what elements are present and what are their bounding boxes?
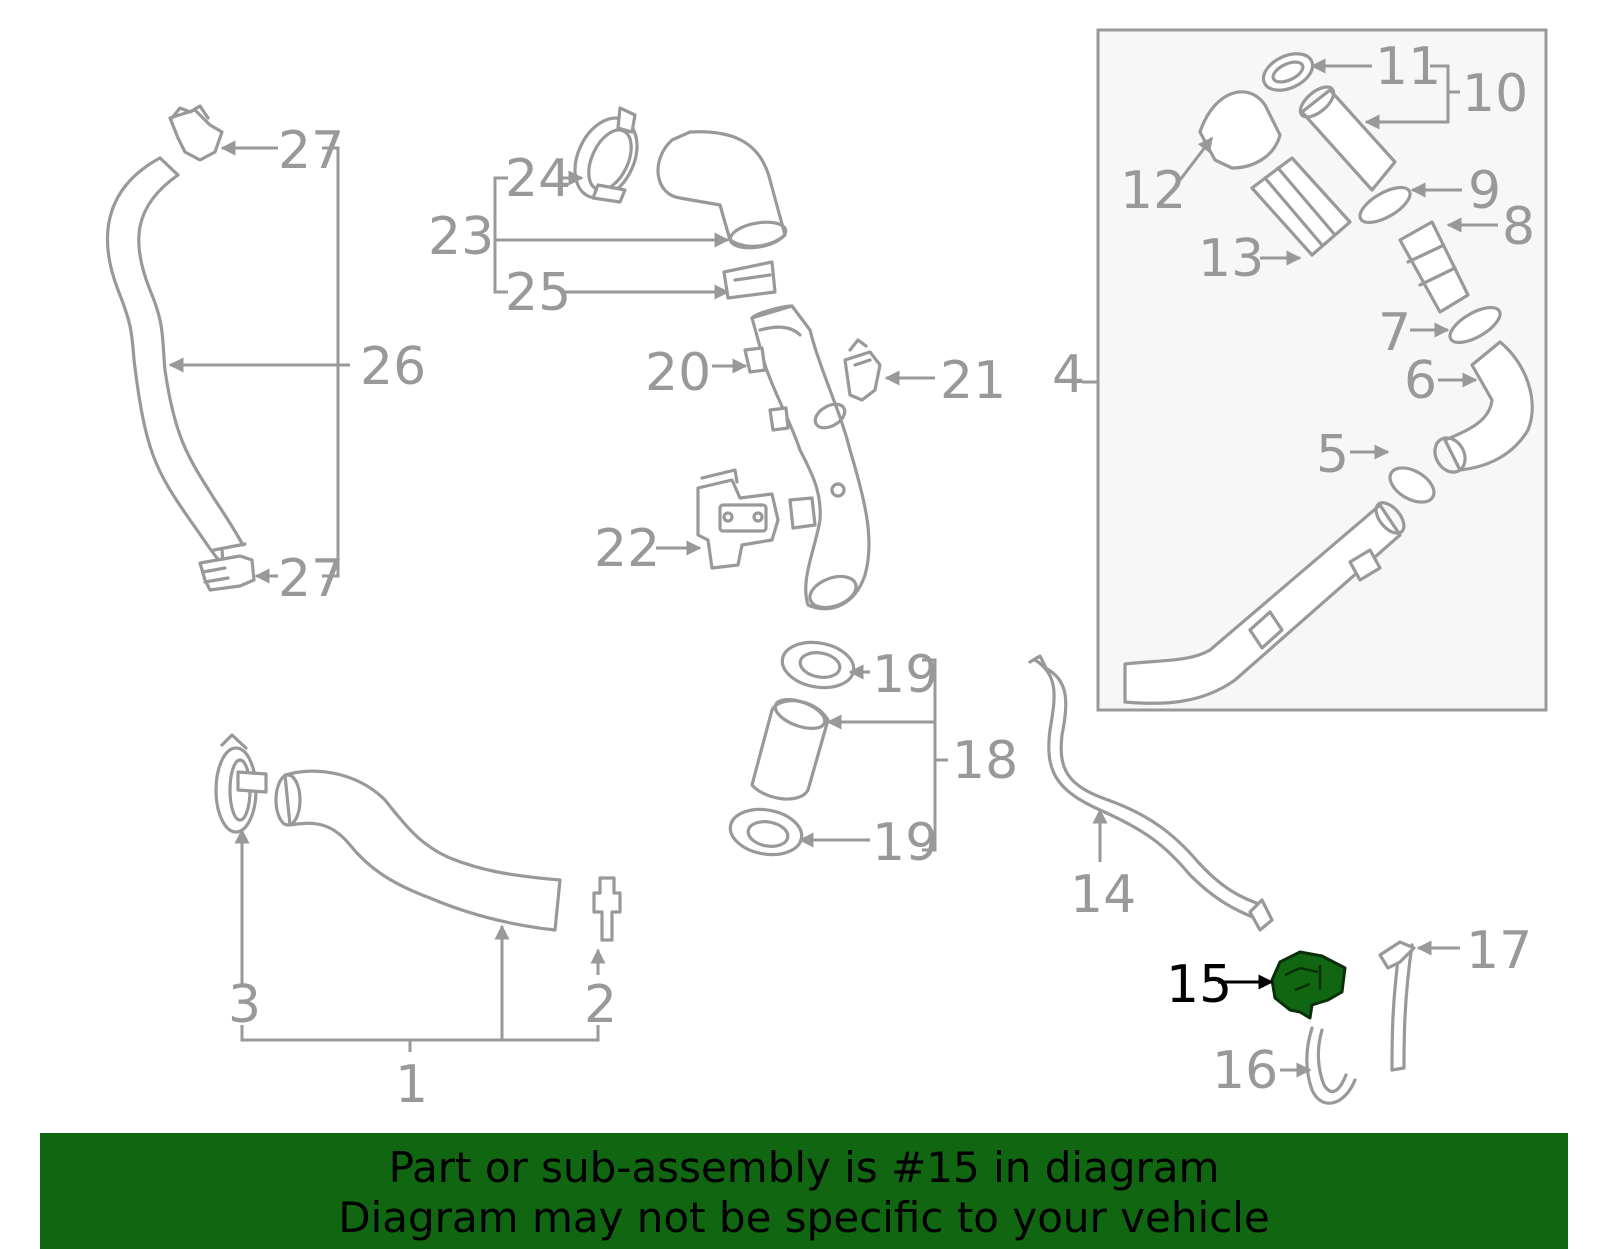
part-13-hose[interactable]	[1250, 156, 1352, 257]
callout-26: 26	[360, 337, 426, 397]
part-21-sensor[interactable]	[843, 338, 882, 402]
part-4-pipe[interactable]	[1123, 498, 1409, 705]
part-20-pipe[interactable]	[743, 304, 871, 613]
part-18-hose[interactable]	[750, 694, 830, 801]
callout-21: 21	[940, 351, 1006, 411]
callout-20: 20	[645, 343, 711, 403]
callout-18: 18	[952, 731, 1018, 791]
callout-25: 25	[505, 263, 571, 323]
callout-8: 8	[1502, 197, 1535, 257]
part-23-hose[interactable]	[656, 130, 788, 252]
part-17-hose[interactable]	[1378, 940, 1416, 1072]
part-27-clamp-bottom[interactable]	[198, 554, 256, 592]
callout-19-bottom: 19	[872, 813, 938, 873]
part-10-hose[interactable]	[1295, 81, 1397, 192]
part-15-bracket-highlighted[interactable]	[1270, 950, 1347, 1020]
part-24-clamp[interactable]	[563, 106, 649, 208]
callout-23: 23	[428, 207, 494, 267]
part-8-fitting[interactable]	[1398, 220, 1470, 314]
callout-27-top: 27	[278, 121, 344, 181]
leader-12	[1178, 136, 1214, 181]
callout-5: 5	[1316, 425, 1349, 485]
part-3-clamp[interactable]	[214, 733, 268, 834]
part-27-clamp-top[interactable]	[168, 104, 224, 162]
info-banner: Part or sub-assembly is #15 in diagram D…	[40, 1133, 1568, 1249]
callout-2: 2	[584, 975, 617, 1035]
bracket-10-11	[1372, 64, 1460, 124]
callout-15: 15	[1166, 955, 1232, 1015]
part-26-hose[interactable]	[105, 156, 247, 563]
part-16-hose[interactable]	[1305, 1026, 1357, 1105]
bracket-26-27	[322, 146, 340, 578]
callout-10: 10	[1462, 64, 1528, 124]
banner-line-2: Diagram may not be specific to your vehi…	[338, 1193, 1270, 1242]
callout-6: 6	[1404, 351, 1437, 411]
callout-22: 22	[594, 519, 660, 579]
callout-1: 1	[395, 1055, 428, 1115]
part-25-clamp[interactable]	[722, 260, 777, 300]
part-7-clamp[interactable]	[1445, 301, 1505, 350]
callout-9: 9	[1468, 161, 1501, 221]
bracket-23-25	[493, 176, 508, 294]
banner-line-1: Part or sub-assembly is #15 in diagram	[388, 1143, 1220, 1192]
part-19-clamp-top[interactable]	[779, 637, 858, 693]
part-19-clamp-bottom[interactable]	[727, 804, 806, 860]
callout-7: 7	[1378, 303, 1411, 363]
callout-27-bottom: 27	[278, 549, 344, 609]
part-2-sensor[interactable]	[592, 876, 622, 942]
part-9-clamp[interactable]	[1355, 181, 1415, 230]
callout-19-top: 19	[872, 645, 938, 705]
callout-14: 14	[1070, 865, 1136, 925]
callout-4: 4	[1052, 345, 1085, 405]
callout-13: 13	[1198, 229, 1264, 289]
callout-12: 12	[1120, 161, 1186, 221]
part-1-hose[interactable]	[274, 769, 562, 932]
callout-24: 24	[505, 149, 571, 209]
callout-3: 3	[228, 975, 261, 1035]
bracket-1-3	[240, 1025, 600, 1052]
callout-16: 16	[1212, 1041, 1278, 1101]
callout-11: 11	[1375, 37, 1441, 97]
callout-17: 17	[1466, 921, 1532, 981]
part-12-elbow[interactable]	[1198, 90, 1282, 170]
part-5-clamp[interactable]	[1384, 461, 1440, 509]
part-6-elbow[interactable]	[1429, 340, 1534, 478]
part-22-throttle-body[interactable]	[696, 468, 780, 570]
bracket-18-19	[922, 658, 948, 852]
